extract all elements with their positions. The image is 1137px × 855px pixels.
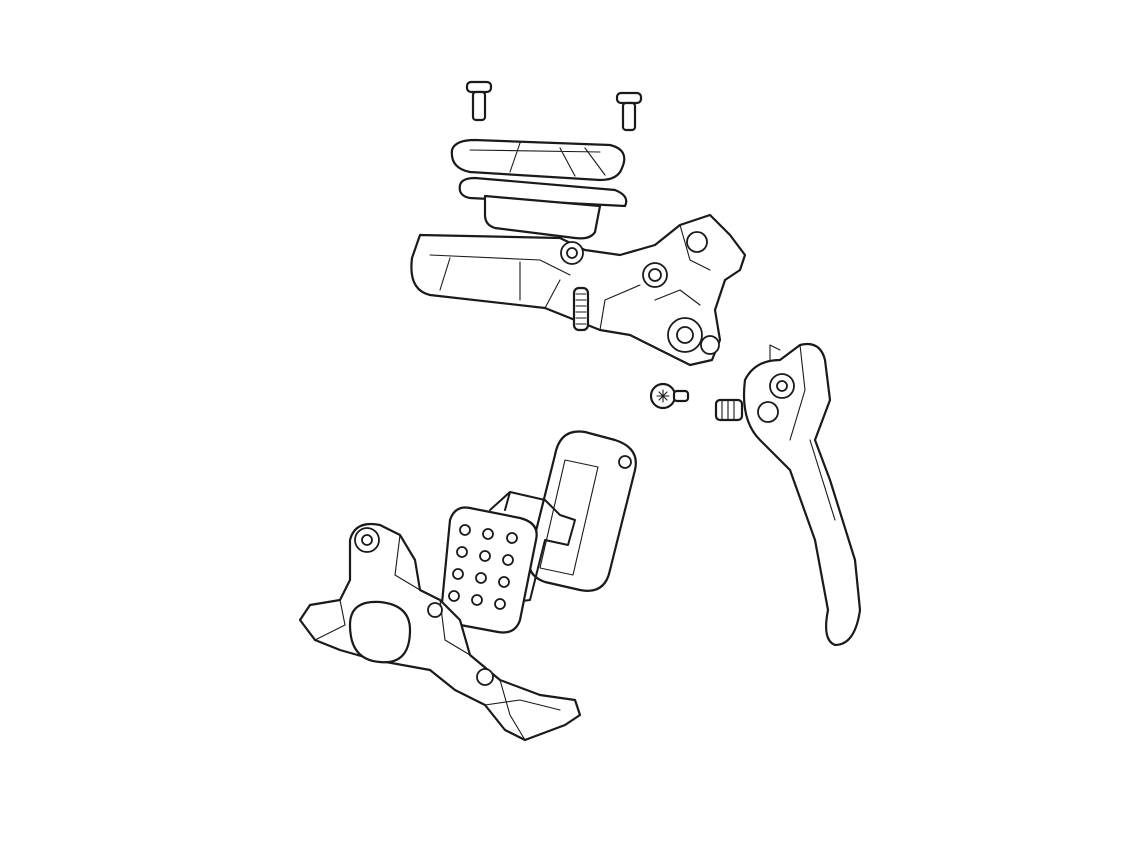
brake-pad-left: [440, 506, 538, 634]
master-cylinder-body: [410, 213, 747, 367]
reservoir-bladder: [458, 176, 628, 240]
brake-pad-right: [527, 430, 637, 592]
caliper: [298, 522, 582, 742]
reservoir-cover: [450, 138, 626, 182]
reservoir-screw-right: [615, 91, 643, 132]
pivot-bolt: [649, 382, 690, 410]
brake-lever: [714, 342, 862, 647]
reservoir-screw-left: [465, 80, 493, 122]
